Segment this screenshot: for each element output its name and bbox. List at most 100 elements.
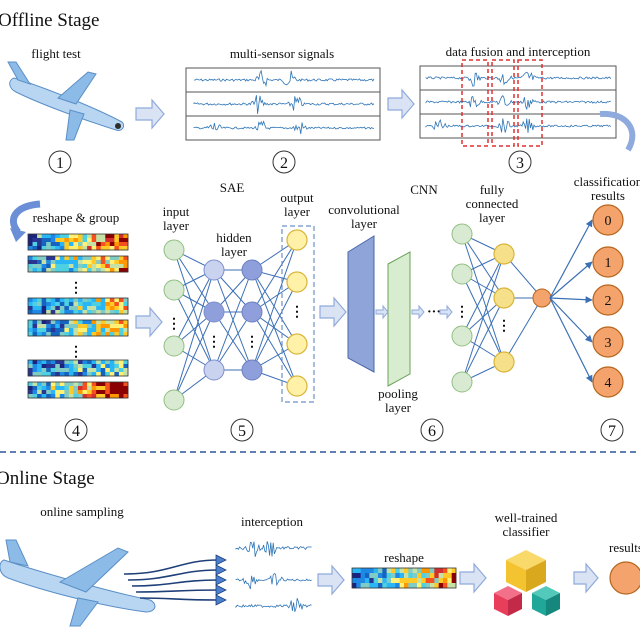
- heatmap-cell: [78, 256, 83, 261]
- heatmap-cell: [91, 368, 97, 373]
- heatmap-cell: [109, 256, 115, 261]
- heatmap-cell: [68, 320, 74, 325]
- heatmap-cell: [73, 386, 79, 391]
- heatmap-cell: [68, 372, 74, 377]
- heatmap-cell: [109, 238, 115, 243]
- heatmap-cell: [91, 328, 97, 333]
- heatmap-cell: [82, 328, 88, 333]
- heatmap-cell: [114, 298, 120, 303]
- vertical-ellipsis: ⋮: [207, 335, 221, 350]
- heatmap-cell: [114, 246, 120, 251]
- heatmap-cell: [73, 302, 79, 307]
- heatmap-cell: [447, 568, 452, 574]
- heatmap-cell: [55, 390, 61, 395]
- heatmap-cell: [37, 246, 42, 251]
- class-node: [592, 326, 624, 358]
- heatmap-cell: [109, 394, 115, 399]
- heatmap-cell: [118, 368, 124, 373]
- heatmap-cell: [118, 246, 124, 251]
- heatmap-cell: [399, 583, 405, 589]
- sae-edge: [213, 311, 253, 371]
- heatmap-cell: [68, 234, 74, 239]
- heatmap-cell: [434, 578, 439, 584]
- sae-connections: [173, 239, 298, 401]
- heatmap-cell: [46, 390, 52, 395]
- heatmap-cell: [55, 386, 61, 391]
- heatmap-cell: [59, 360, 65, 365]
- heatmap-cell: [408, 573, 413, 579]
- heatmap-cell: [32, 364, 38, 369]
- heatmap-cell: [114, 242, 120, 247]
- heatmap-cell: [73, 260, 79, 265]
- fc-edge: [461, 297, 505, 383]
- heatmap-cell: [123, 246, 129, 251]
- heatmap-cell: [64, 320, 70, 325]
- signal-trace: [235, 541, 312, 557]
- horizontal-ellipsis: ···: [427, 305, 441, 320]
- heatmap-cell: [68, 324, 74, 329]
- heatmap-cell: [28, 310, 33, 315]
- heatmap-cell: [123, 268, 129, 273]
- heatmap-cell: [87, 372, 92, 377]
- heatmap-cell: [118, 394, 124, 399]
- heatmap-cell: [64, 372, 70, 377]
- heatmap-cell: [118, 298, 124, 303]
- heatmap-cell: [373, 573, 379, 579]
- heatmap-cell: [378, 568, 383, 574]
- heatmap-cell: [78, 324, 83, 329]
- heatmap-cell: [105, 320, 111, 325]
- heatmap-cell: [78, 298, 83, 303]
- heatmap-cell: [399, 568, 405, 574]
- heatmap-cell: [356, 568, 361, 574]
- heatmap-cell: [118, 332, 124, 337]
- heatmap-cell: [105, 372, 111, 377]
- sae-edge: [251, 281, 298, 371]
- heatmap-cell: [64, 382, 70, 387]
- heatmap-cell: [78, 328, 83, 333]
- heatmap-cell: [64, 368, 70, 373]
- heatmap-cell: [46, 260, 52, 265]
- heatmap-group: [27, 233, 129, 399]
- heatmap-cell: [32, 320, 38, 325]
- interception-window: [491, 59, 515, 147]
- heatmap-cell: [365, 583, 370, 589]
- heatmap-cell: [68, 382, 74, 387]
- heatmap-cell: [100, 238, 106, 243]
- class-edge: [549, 261, 593, 299]
- heatmap-cell: [73, 368, 79, 373]
- heatmap-cell: [114, 306, 120, 311]
- heatmap-cell: [412, 573, 418, 579]
- cnn-label: CNN: [410, 182, 438, 197]
- heatmap-cell: [395, 573, 400, 579]
- heatmap-cell: [109, 324, 115, 329]
- wire-arrowhead: [215, 554, 227, 566]
- heatmap-cell: [91, 268, 97, 273]
- heatmap-cell: [438, 583, 444, 589]
- heatmap-cell: [37, 368, 42, 373]
- sae-edge: [173, 269, 215, 347]
- heatmap-cell: [91, 264, 97, 269]
- heatmap-cell: [114, 372, 120, 377]
- heatmap-cell: [356, 583, 361, 589]
- heatmap-cell: [46, 264, 52, 269]
- heatmap-cell: [64, 242, 70, 247]
- heatmap-cell: [55, 360, 61, 365]
- heatmap-cell: [430, 578, 435, 584]
- heatmap-cell: [28, 260, 33, 265]
- heatmap-cell: [118, 264, 124, 269]
- heatmap-cell: [41, 372, 47, 377]
- heatmap-cell: [352, 578, 357, 584]
- heatmap-cell: [82, 242, 88, 247]
- class-label: 2: [605, 294, 612, 309]
- heatmap-cell: [118, 386, 124, 391]
- heatmap-cell: [109, 298, 115, 303]
- fc-input-neuron: [451, 325, 473, 347]
- airplane-icon: [7, 61, 125, 141]
- heatmap-cell: [59, 242, 65, 247]
- class-edge: [549, 297, 593, 343]
- heatmap-cell: [78, 234, 83, 239]
- heatmap-cell: [46, 246, 52, 251]
- heatmap-cell: [46, 320, 52, 325]
- heatmap-cell: [100, 256, 106, 261]
- heatmap-cell: [28, 368, 33, 373]
